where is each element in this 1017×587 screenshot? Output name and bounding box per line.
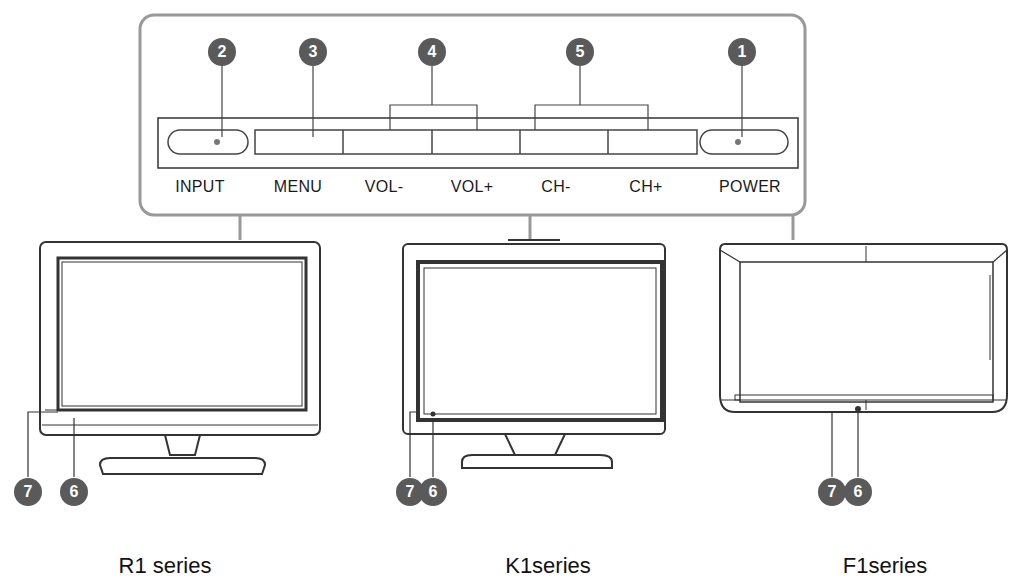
button-label: CH- bbox=[541, 179, 570, 195]
button-label: VOL+ bbox=[451, 179, 494, 195]
button-label: VOL- bbox=[365, 179, 404, 195]
button-label: CH+ bbox=[629, 179, 662, 195]
button-label: MENU bbox=[274, 179, 322, 195]
callout-number: 7 bbox=[406, 484, 415, 500]
series-label: F1series bbox=[843, 555, 927, 577]
callout-number: 2 bbox=[218, 44, 227, 60]
callout-number: 3 bbox=[309, 44, 318, 60]
callout-number: 5 bbox=[576, 44, 585, 60]
callout-number: 6 bbox=[429, 484, 438, 500]
button-label: INPUT bbox=[175, 179, 225, 195]
callout-number: 6 bbox=[70, 484, 79, 500]
callout-number: 7 bbox=[828, 484, 837, 500]
series-label: K1series bbox=[505, 555, 591, 577]
callout-number: 4 bbox=[428, 44, 437, 60]
callout-number: 1 bbox=[738, 44, 747, 60]
callout-number: 6 bbox=[854, 484, 863, 500]
button-label: POWER bbox=[719, 179, 781, 195]
series-label: R1 series bbox=[119, 555, 212, 577]
callout-number: 7 bbox=[24, 484, 33, 500]
